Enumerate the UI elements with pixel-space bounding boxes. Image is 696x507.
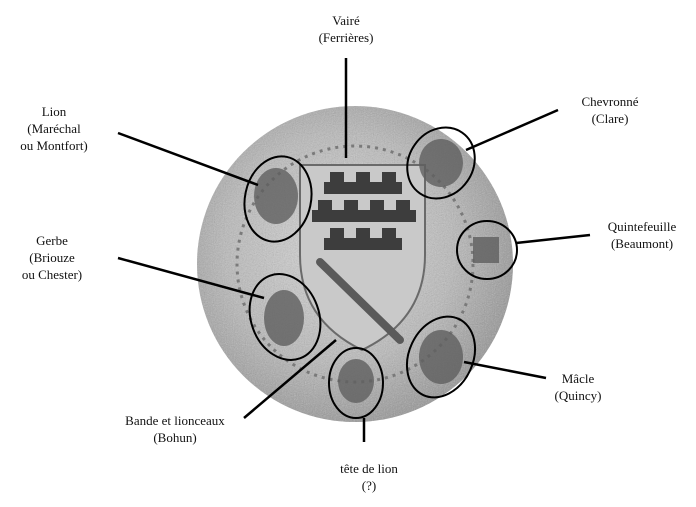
- label-chevronne-line1: Chevronné: [555, 93, 665, 110]
- label-quintefeuille-line1: Quintefeuille: [590, 218, 694, 235]
- label-lion-line1: Lion: [2, 103, 106, 120]
- label-macle: Mâcle (Quincy): [538, 370, 618, 404]
- label-tete-line1: tête de lion: [314, 460, 424, 477]
- label-tete-de-lion: tête de lion (?): [314, 460, 424, 494]
- label-macle-line1: Mâcle: [538, 370, 618, 387]
- label-quintefeuille-line2: (Beaumont): [590, 235, 694, 252]
- label-bande: Bande et lionceaux (Bohun): [100, 412, 250, 446]
- label-bande-line2: (Bohun): [100, 429, 250, 446]
- label-quintefeuille: Quintefeuille (Beaumont): [590, 218, 694, 252]
- label-lion-line3: ou Montfort): [2, 137, 106, 154]
- charge-gerbe: [264, 290, 304, 346]
- label-vaire-line1: Vairé: [296, 12, 396, 29]
- label-tete-line2: (?): [314, 477, 424, 494]
- label-gerbe-line2: (Briouze: [2, 249, 102, 266]
- charge-lion: [254, 168, 298, 224]
- label-chevronne-line2: (Clare): [555, 110, 665, 127]
- label-vaire-line2: (Ferrières): [296, 29, 396, 46]
- charge-tete-de-lion: [338, 359, 374, 403]
- label-lion-line2: (Maréchal: [2, 120, 106, 137]
- label-lion: Lion (Maréchal ou Montfort): [2, 103, 106, 154]
- label-vaire: Vairé (Ferrières): [296, 12, 396, 46]
- leader-macle: [464, 362, 546, 378]
- leader-quintefeuille: [516, 235, 590, 243]
- charge-chevronne: [419, 139, 463, 187]
- charge-quintefeuille: [473, 237, 499, 263]
- label-chevronne: Chevronné (Clare): [555, 93, 665, 127]
- charge-macle: [419, 330, 463, 384]
- leader-chevronne: [466, 110, 558, 150]
- label-bande-line1: Bande et lionceaux: [100, 412, 250, 429]
- label-macle-line2: (Quincy): [538, 387, 618, 404]
- label-gerbe: Gerbe (Briouze ou Chester): [2, 232, 102, 283]
- label-gerbe-line1: Gerbe: [2, 232, 102, 249]
- label-gerbe-line3: ou Chester): [2, 266, 102, 283]
